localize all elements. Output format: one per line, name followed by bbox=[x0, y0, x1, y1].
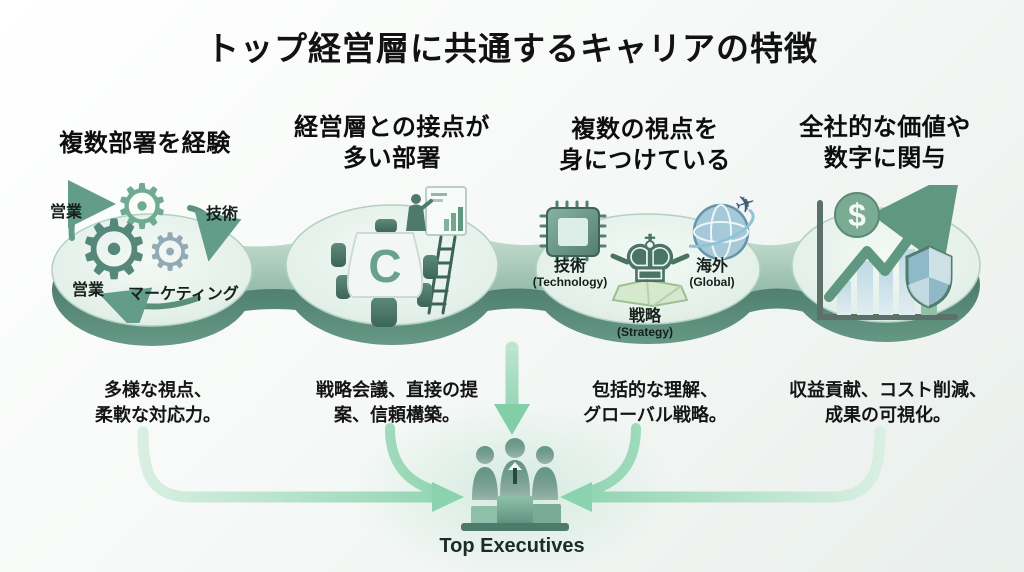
gear-label-sales-bottom: 営業 bbox=[72, 282, 105, 299]
chess-king-icon: ♚ bbox=[620, 222, 679, 296]
growth-arrow-icon bbox=[824, 185, 961, 302]
gear-label-sales-top: 営業 bbox=[50, 204, 83, 221]
left-inner-arrow bbox=[385, 423, 441, 496]
page-title: トップ経営層に共通するキャリアの特徴 bbox=[206, 30, 818, 67]
gear-small-icon: ⚙ bbox=[147, 224, 194, 282]
dollar-coin-icon: $ bbox=[834, 192, 880, 238]
cycle-arrow-top-left-icon bbox=[67, 180, 116, 241]
strategy-map-icon bbox=[611, 278, 689, 308]
column-description-4: 収益貢献、コスト削減、 成果の可視化。 bbox=[789, 380, 987, 425]
meeting-icon-group: C bbox=[331, 186, 467, 327]
right-arrowhead-icon bbox=[560, 482, 592, 512]
shield-icon bbox=[905, 245, 953, 309]
globe-icon bbox=[688, 203, 755, 261]
gears-cycle-icon-group: ⚙ ⚙ ⚙ bbox=[67, 178, 242, 323]
chip-icon bbox=[539, 200, 607, 262]
table-letter: C bbox=[368, 240, 401, 292]
column-description-1: 多様な視点、 柔軟な対応力。 bbox=[95, 380, 221, 425]
gear-large-icon: ⚙ bbox=[77, 205, 151, 296]
footer-label: Top Executives bbox=[439, 535, 585, 557]
executive-figure-right bbox=[532, 446, 558, 500]
executive-figure-left bbox=[472, 446, 498, 500]
dash-connector-right-icon bbox=[670, 253, 690, 265]
column-heading-4: 全社的な価値や 数字に関与 bbox=[799, 114, 971, 173]
executives-icon bbox=[461, 438, 569, 531]
executive-figure-center bbox=[500, 438, 530, 496]
center-arrowhead-icon bbox=[494, 404, 530, 435]
column-heading-3: 複数の視点を 身につけている bbox=[559, 116, 731, 175]
cycle-arrow-right-icon bbox=[187, 205, 242, 262]
dollar-symbol: $ bbox=[848, 197, 866, 233]
right-inner-arrow bbox=[585, 423, 641, 496]
viewpoint-label-technology: 技術 (Technology) bbox=[532, 258, 608, 290]
viewpoint-label-global: 海外 (Global) bbox=[689, 258, 735, 290]
column-description-2: 戦略会議、直接の提 案、信頼構築。 bbox=[316, 380, 478, 425]
left-arrowhead-icon bbox=[432, 482, 464, 512]
whiteboard-icon bbox=[425, 186, 467, 236]
viewpoints-icon-group: ♚ ✈ bbox=[539, 190, 759, 308]
cycle-arrow-bottom-icon bbox=[99, 287, 201, 323]
conference-table-icon: C bbox=[346, 232, 424, 298]
chart-axis-icon bbox=[817, 200, 958, 320]
presenter-icon bbox=[406, 194, 433, 231]
gear-label-marketing: マーケティング bbox=[128, 286, 239, 303]
column-description-3: 包括的な理解、 グローバル戦略。 bbox=[583, 380, 727, 425]
metrics-icon-group: $ bbox=[817, 185, 961, 320]
dash-connector-left-icon bbox=[610, 253, 630, 265]
gear-label-tech: 技術 bbox=[206, 206, 239, 223]
meeting-chairs-icon bbox=[331, 219, 438, 327]
right-outer-arrow bbox=[582, 426, 886, 503]
podium-icon bbox=[461, 496, 569, 531]
viewpoint-label-strategy: 戦略 (Strategy) bbox=[616, 308, 673, 340]
column-heading-2: 経営層との接点が 多い部署 bbox=[294, 114, 490, 173]
left-outer-arrow bbox=[137, 426, 442, 503]
column-heading-1: 複数部署を経験 bbox=[59, 130, 231, 157]
gear-top-icon: ⚙ bbox=[114, 178, 170, 242]
